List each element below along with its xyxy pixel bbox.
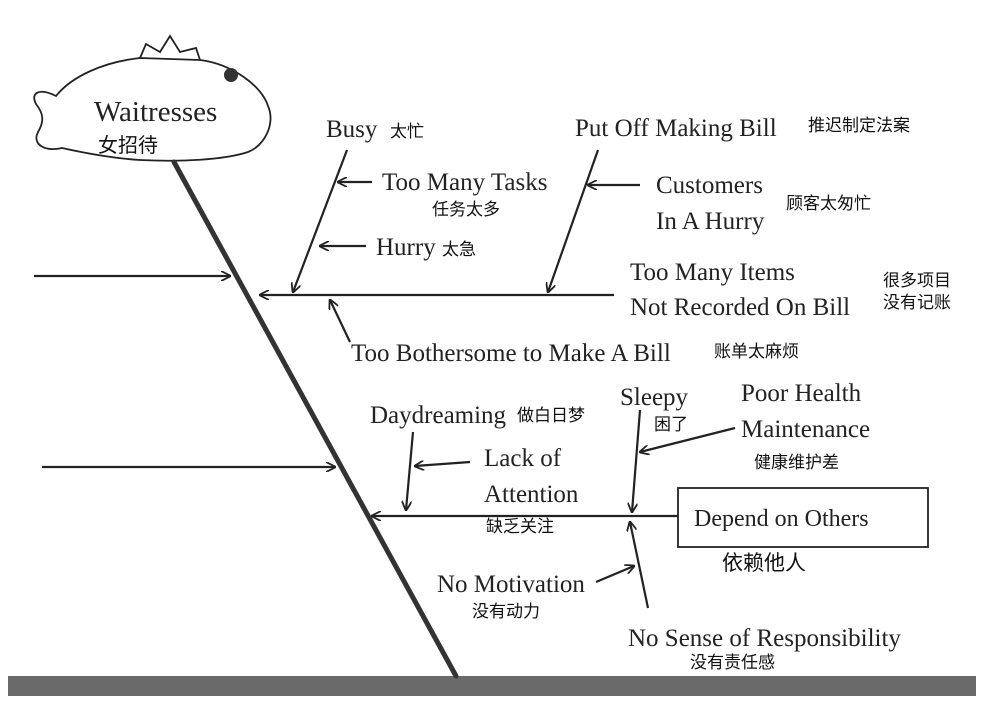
ground-bar	[8, 676, 976, 696]
daydream-arrow	[406, 431, 415, 510]
head-label-en: Waitresses	[94, 96, 217, 128]
label-bothersome: Too Bothersome to Make A Bill	[351, 340, 671, 367]
label-poor-health-zh: 健康维护差	[754, 453, 839, 473]
label-depend-others: Depend on Others	[694, 506, 869, 532]
label-daydreaming-zh: 做白日梦	[517, 406, 585, 426]
label-poor-health-l1: Poor Health	[741, 380, 862, 407]
label-bothersome-zh: 账单太麻烦	[714, 342, 799, 362]
fish-head	[33, 34, 272, 162]
fish-eye	[224, 68, 238, 82]
motivation-arrow	[595, 566, 634, 584]
label-lack-attention-zh: 缺乏关注	[486, 517, 554, 537]
label-not-recorded-zh-l2: 没有记账	[883, 293, 951, 313]
label-customers-l1: Customers	[656, 172, 763, 199]
label-no-responsibility: No Sense of Responsibility	[628, 625, 901, 652]
label-busy-zh: 太忙	[390, 122, 424, 142]
depend-box	[677, 487, 929, 548]
busy-branch	[293, 149, 349, 292]
label-no-motivation-zh: 没有动力	[472, 602, 540, 622]
label-hurry: Hurry	[376, 234, 436, 261]
label-lack-attention-l1: Lack of	[484, 445, 562, 472]
label-customers-zh: 顾客太匆忙	[786, 194, 871, 214]
label-sleepy: Sleepy	[620, 384, 689, 411]
lack-attention-arrow	[415, 462, 471, 466]
label-not-recorded-l2: Not Recorded On Bill	[630, 294, 850, 321]
sleepy-branch	[632, 409, 642, 512]
label-hurry-zh: 太急	[442, 240, 476, 260]
head-label-zh: 女招待	[98, 133, 158, 157]
label-daydreaming: Daydreaming	[370, 402, 507, 429]
label-put-off-bill-zh: 推迟制定法案	[808, 116, 910, 136]
fish-spine	[171, 159, 459, 679]
bothersome-arrow	[330, 300, 351, 343]
label-not-recorded-zh-l1: 很多项目	[883, 271, 951, 291]
putoff-branch	[548, 149, 600, 292]
label-lack-attention-l2: Attention	[484, 481, 579, 508]
label-customers-l2: In A Hurry	[656, 208, 765, 235]
label-no-responsibility-zh: 没有责任感	[690, 653, 775, 673]
label-put-off-bill: Put Off Making Bill	[575, 115, 777, 142]
label-not-recorded-l1: Too Many Items	[630, 259, 795, 286]
label-poor-health-l2: Maintenance	[741, 416, 870, 443]
health-arrow	[640, 426, 736, 452]
label-depend-others-zh: 依赖他人	[722, 551, 806, 575]
responsibility-branch	[630, 522, 650, 609]
label-no-motivation: No Motivation	[437, 571, 585, 598]
label-too-many-tasks-zh: 任务太多	[432, 200, 500, 220]
label-busy: Busy	[326, 116, 378, 143]
label-sleepy-zh: 困了	[654, 415, 688, 435]
label-too-many-tasks: Too Many Tasks	[382, 169, 547, 196]
